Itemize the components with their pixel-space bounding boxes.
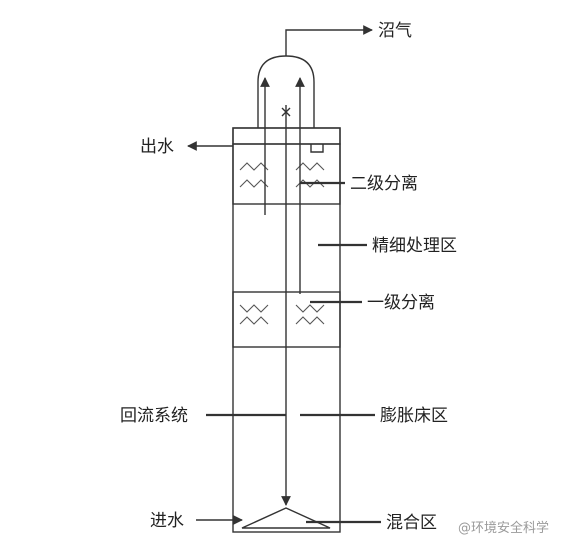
label-recirculation: 回流系统 <box>120 406 188 426</box>
label-outlet: 出水 <box>140 137 174 157</box>
label-biogas: 沼气 <box>378 21 412 41</box>
label-inlet: 进水 <box>150 511 184 531</box>
valve-symbol <box>281 107 291 117</box>
label-expanded-bed: 膨胀床区 <box>380 406 448 426</box>
label-second-separation: 二级分离 <box>350 174 418 194</box>
label-first-separation: 一级分离 <box>367 293 435 313</box>
watermark: @环境安全科学 <box>458 520 549 536</box>
overflow-notch <box>310 144 324 153</box>
label-polishing-zone: 精细处理区 <box>372 236 457 256</box>
label-mixing-zone: 混合区 <box>386 513 437 533</box>
biogas-pipe <box>285 25 373 56</box>
mixing-cone <box>241 507 331 529</box>
